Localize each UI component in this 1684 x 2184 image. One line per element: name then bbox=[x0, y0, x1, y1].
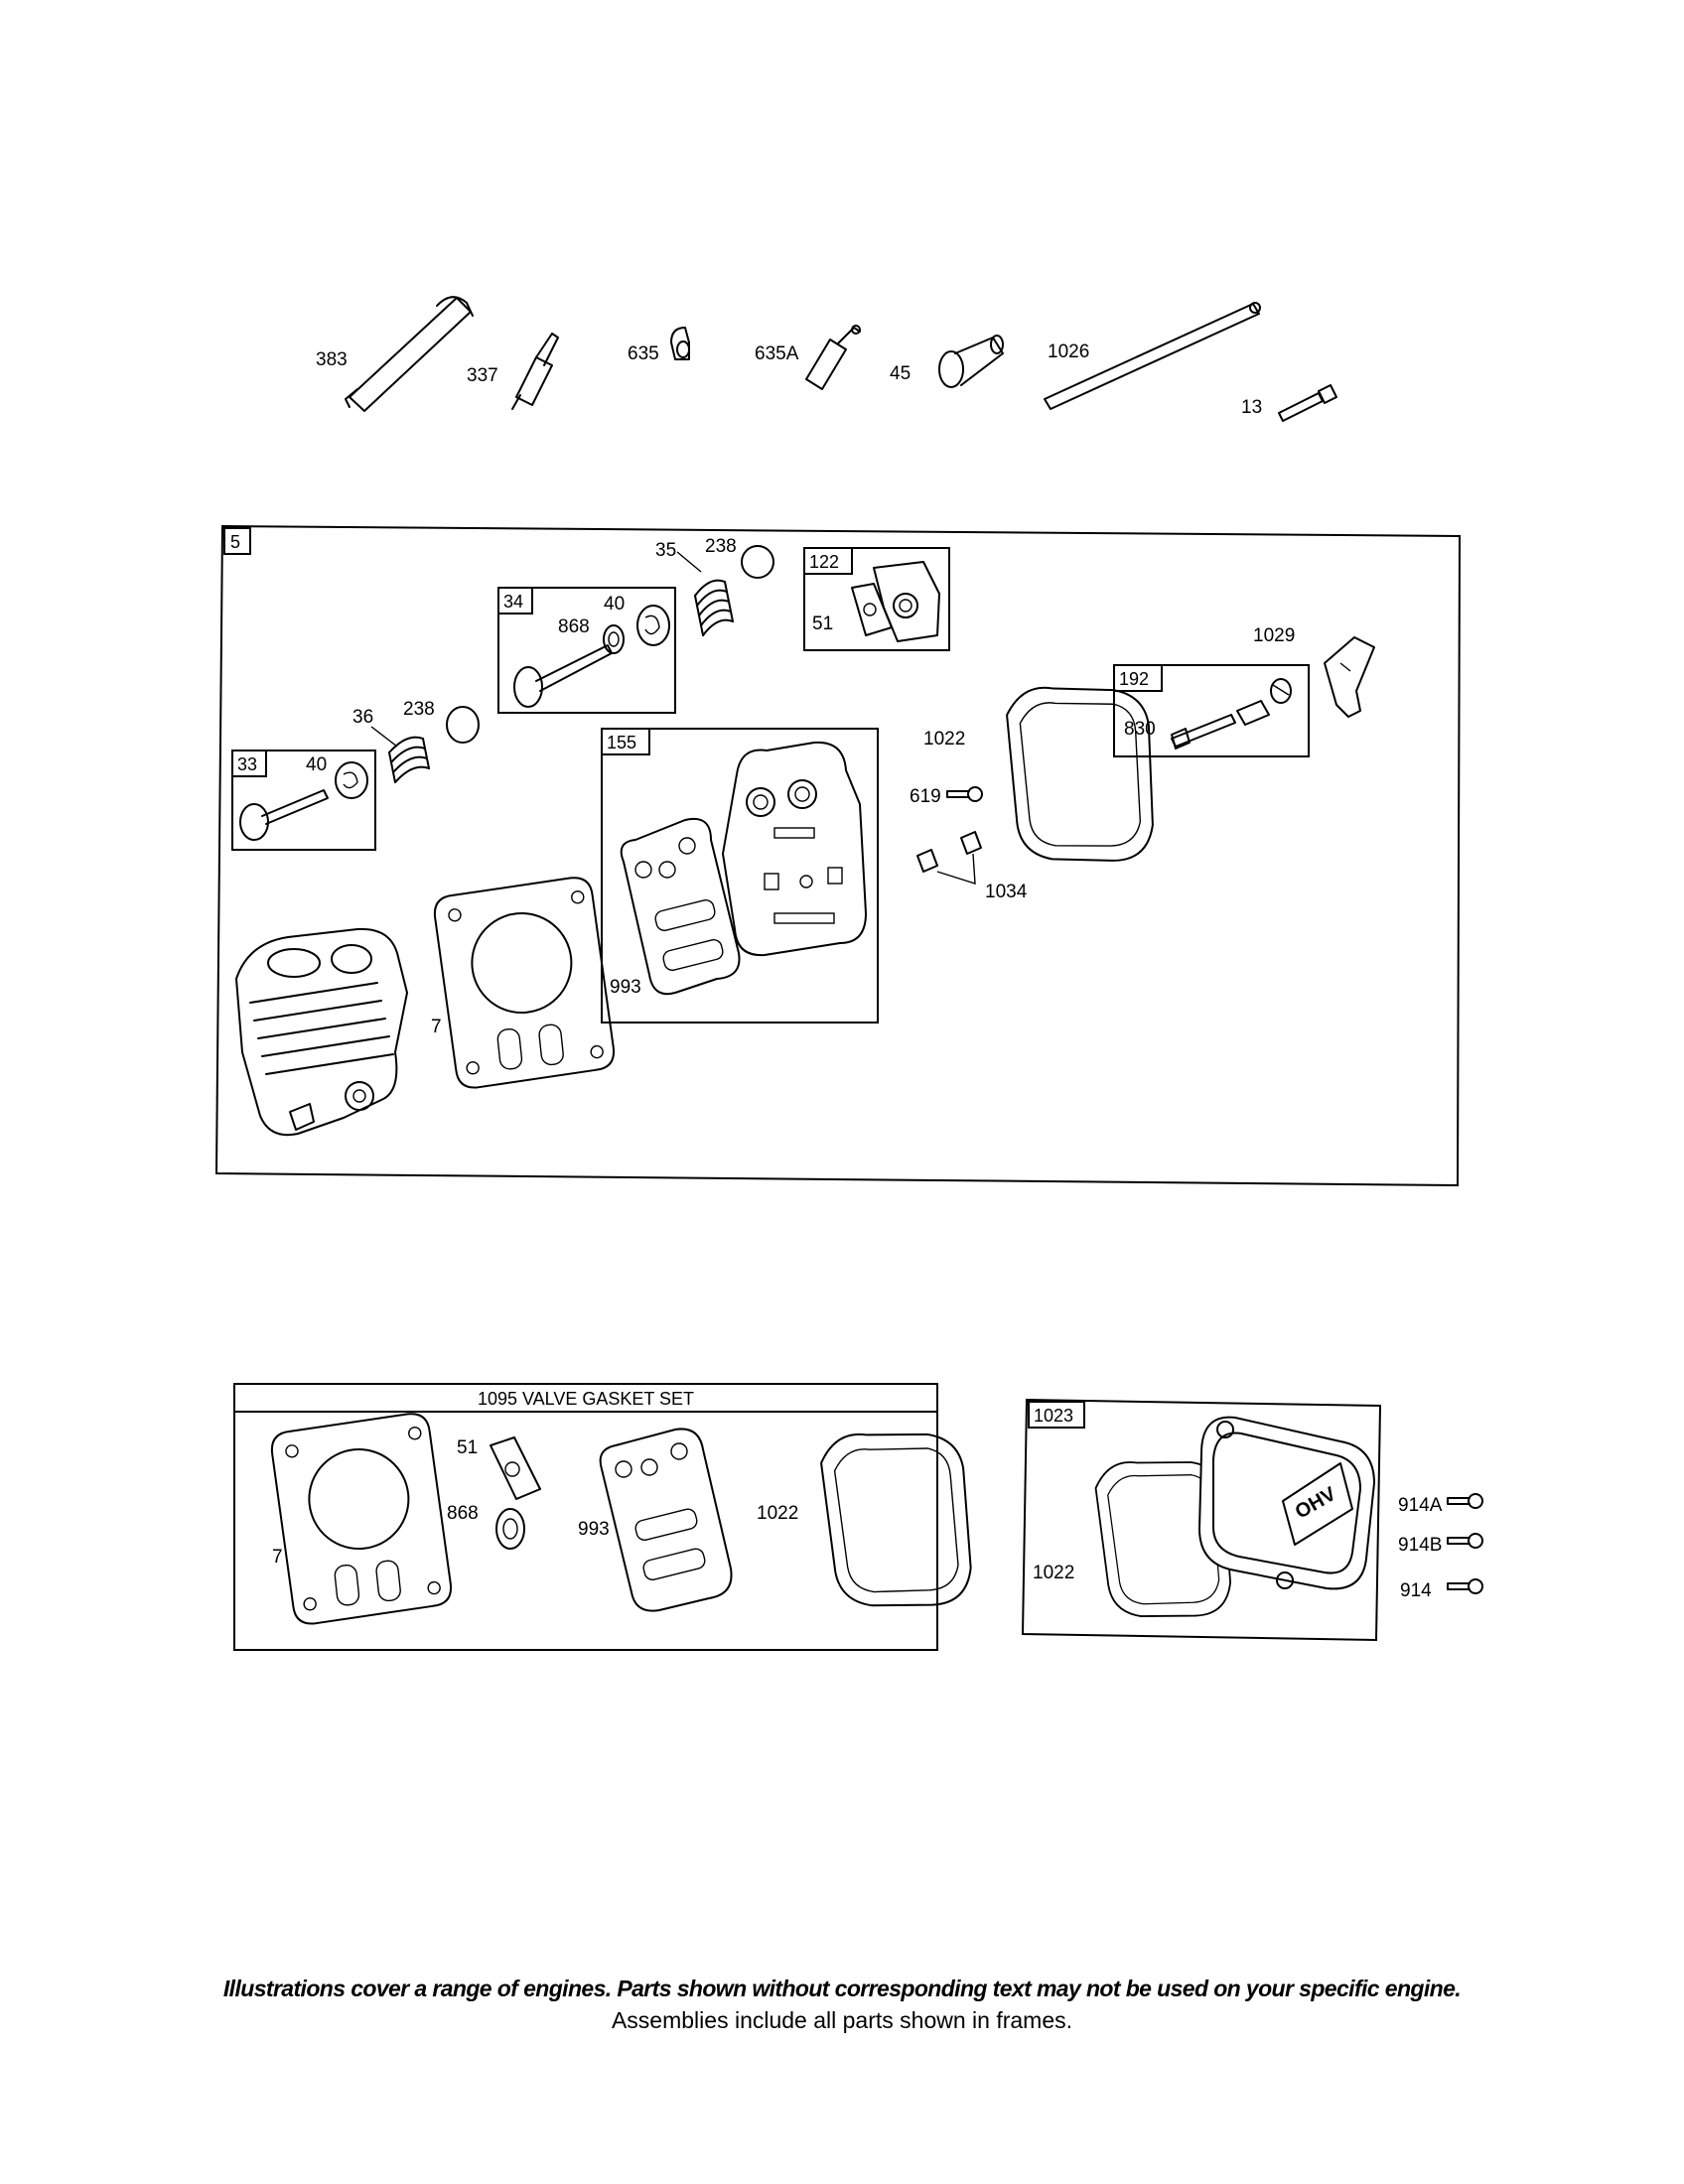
label-7-frame5: 7 bbox=[431, 1017, 442, 1037]
label-238-lower: 238 bbox=[403, 699, 435, 720]
footer-disclaimer: Illustrations cover a range of engines. … bbox=[222, 1976, 1462, 2001]
part-51-gasket-set bbox=[490, 1436, 541, 1500]
label-1022-set: 1022 bbox=[757, 1503, 798, 1524]
label-868-set: 868 bbox=[447, 1503, 479, 1524]
part-1022-cover-gasket bbox=[997, 672, 1169, 876]
frame-5-cylinder-head-assembly: 5 34 40 868 35 238 122 bbox=[214, 524, 1462, 1187]
label-45: 45 bbox=[890, 363, 911, 384]
label-1026: 1026 bbox=[1048, 341, 1089, 362]
label-51: 51 bbox=[812, 614, 833, 634]
part-155-head-plate bbox=[722, 741, 867, 957]
frame-1023-label: 1023 bbox=[1034, 1406, 1073, 1426]
part-1026-pushrod bbox=[1044, 302, 1261, 410]
label-914: 914 bbox=[1400, 1580, 1432, 1601]
part-383-ignition-armature bbox=[345, 296, 474, 412]
label-51-set: 51 bbox=[457, 1437, 478, 1458]
part-868-seal-set bbox=[495, 1508, 525, 1550]
label-914A: 914A bbox=[1398, 1495, 1443, 1516]
label-13: 13 bbox=[1241, 397, 1262, 418]
frame-1095-valve-gasket-set: 1095 VALVE GASKET SET 7 51 868 993 1022 bbox=[233, 1383, 987, 1651]
label-635A: 635A bbox=[755, 343, 799, 364]
part-914A-screw bbox=[1447, 1493, 1483, 1509]
part-7-head-gasket bbox=[431, 874, 618, 1091]
part-36-valve-spring bbox=[388, 736, 430, 783]
frame-122-label: 122 bbox=[809, 552, 839, 572]
part-7-head-gasket-set bbox=[268, 1410, 455, 1627]
label-40-intake: 40 bbox=[604, 594, 625, 614]
label-619: 619 bbox=[910, 786, 941, 807]
label-383: 383 bbox=[316, 349, 348, 370]
label-1029: 1029 bbox=[1253, 625, 1295, 646]
part-40-retainer bbox=[636, 605, 670, 646]
label-238-upper: 238 bbox=[705, 536, 737, 557]
label-1034: 1034 bbox=[985, 882, 1028, 902]
part-635A-spark-plug-terminal bbox=[805, 325, 861, 390]
part-914B-screw bbox=[1447, 1533, 1483, 1549]
part-cylinder-head-casting bbox=[235, 927, 408, 1137]
footer-assemblies-note: Assemblies include all parts shown in fr… bbox=[611, 2007, 1073, 2033]
part-914-screw bbox=[1447, 1578, 1483, 1594]
part-1029-rocker-arm bbox=[1324, 636, 1375, 718]
part-868-seal bbox=[603, 624, 625, 654]
part-1022-cover-gasket-set bbox=[811, 1416, 987, 1622]
frame-34-label: 34 bbox=[503, 592, 523, 612]
part-1034-clips bbox=[916, 831, 982, 885]
frame-155-label: 155 bbox=[607, 733, 636, 752]
label-36: 36 bbox=[352, 707, 373, 728]
label-914B: 914B bbox=[1398, 1535, 1442, 1556]
part-40-retainer-exhaust bbox=[335, 761, 368, 799]
part-830-rocker-stud bbox=[1171, 678, 1292, 750]
part-619-screw bbox=[946, 786, 983, 802]
part-valve-intake bbox=[513, 644, 613, 708]
gasket-set-title: 1095 VALVE GASKET SET bbox=[478, 1389, 694, 1409]
part-35-valve-spring bbox=[694, 579, 734, 636]
part-337-spark-plug bbox=[511, 333, 559, 410]
frame-192-label: 192 bbox=[1119, 669, 1149, 689]
label-337: 337 bbox=[467, 365, 498, 386]
part-238-spring-cap-lower bbox=[446, 706, 480, 744]
label-868: 868 bbox=[558, 616, 590, 637]
label-993-frame5: 993 bbox=[610, 977, 641, 998]
label-35: 35 bbox=[655, 540, 676, 561]
part-45-pushrod-guide bbox=[938, 335, 1004, 388]
frame-33-label: 33 bbox=[237, 754, 257, 774]
label-1022-cover: 1022 bbox=[1033, 1563, 1074, 1583]
part-51-gasket bbox=[851, 583, 893, 636]
label-993-set: 993 bbox=[578, 1519, 610, 1540]
label-635: 635 bbox=[628, 343, 659, 364]
part-238-spring-cap bbox=[741, 545, 774, 579]
part-993-intake-gasket bbox=[620, 818, 741, 996]
part-122-breather-housing bbox=[873, 561, 940, 642]
frame-5-label: 5 bbox=[230, 532, 240, 552]
label-830: 830 bbox=[1124, 719, 1156, 740]
part-1023-valve-cover: OHV bbox=[1197, 1416, 1376, 1590]
part-993-intake-gasket-set bbox=[599, 1428, 733, 1612]
frame-1023-rocker-cover: 1023 1022 OHV bbox=[1021, 1398, 1382, 1642]
part-valve-exhaust bbox=[239, 789, 329, 841]
part-635-spark-plug-boot bbox=[670, 327, 690, 360]
part-13-bolt bbox=[1278, 384, 1337, 422]
label-1022-frame5: 1022 bbox=[923, 729, 965, 750]
label-40-exhaust: 40 bbox=[306, 754, 327, 775]
label-7-set: 7 bbox=[272, 1547, 283, 1568]
